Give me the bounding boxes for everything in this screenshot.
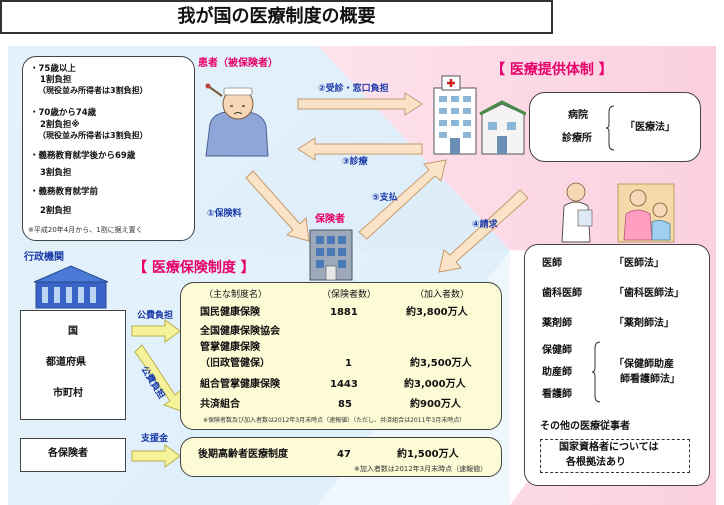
treatment-arrow (297, 137, 423, 161)
admin-item: 市町村 (53, 388, 83, 399)
elderly-count: 47 (337, 449, 351, 460)
national-qual-line: 国家資格者については (559, 442, 659, 453)
burden-box (22, 56, 195, 241)
table-row-members: 約3,500万人 (410, 358, 472, 369)
table-header: （主な制度名） (204, 290, 268, 300)
table-header: （保険者数） (322, 290, 377, 300)
insurance-table-box (180, 282, 502, 430)
burden-line: ・70歳から74歳 (30, 108, 97, 118)
payment-arrow (358, 159, 447, 240)
admin-label: 行政機関 (24, 252, 64, 263)
profession-law: 「医師法」 (614, 258, 664, 269)
insurer-building-icon (309, 229, 353, 281)
facility-clinic: 診療所 (562, 133, 592, 144)
table-row-count: 1443 (330, 379, 358, 390)
table-row-count: 1 (345, 358, 352, 369)
table-row-name: 組合管掌健康保険 (200, 379, 280, 390)
medical-staff-icon (561, 182, 675, 243)
insurers-label: 各保険者 (48, 448, 88, 459)
profession-name: 医師 (542, 258, 562, 269)
burden-line: ・義務教育就学前 (30, 187, 99, 197)
sick-patient-icon (205, 83, 269, 157)
admin-item: 都道府県 (46, 357, 86, 368)
elderly-note: ※加入者数は2012年3月末時点（速報値） (354, 465, 488, 473)
elderly-box (180, 437, 502, 477)
burden-note: ※平成20年4月から、1割に据え置く (28, 226, 143, 234)
table-row-count: 1881 (330, 307, 358, 318)
premium-arrow (245, 170, 310, 242)
table-row-members: 約900万人 (410, 399, 461, 410)
burden-line: 2割負担 (40, 206, 72, 216)
burden-line: （現役並み所得者は3割負担） (38, 86, 148, 95)
admin-item: 国 (68, 326, 78, 337)
table-row-name: 管掌健康保険 (200, 342, 260, 353)
table-row-members: 約3,800万人 (406, 307, 468, 318)
national-qual-box (540, 439, 690, 473)
facility-hospital: 病院 (568, 110, 588, 121)
burden-line: 1割負担 (40, 75, 72, 85)
table-row-name: 全国健康保険協会 (200, 326, 280, 337)
support-arrow (131, 444, 181, 468)
nursing-brace (592, 341, 601, 403)
table-note: ※保険者数及び加入者数は2012年3月末時点（速報値）（ただし、共済組合は201… (203, 417, 466, 424)
profession-name: 薬剤師 (542, 318, 572, 329)
nursing-name: 看護師 (542, 389, 572, 400)
patient-label: 患者（被保険者） (198, 58, 278, 69)
hospital-icon (433, 75, 526, 155)
page-title: 我が国の医療制度の概要 (0, 0, 553, 34)
payment-label: ⑤支払 (372, 193, 398, 203)
burden-line: ・義務教育就学後から69歳 (30, 151, 136, 161)
nursing-name: 助産師 (542, 367, 572, 378)
provider-title: 【 医療提供体制 】 (491, 62, 613, 78)
facility-law: 「医療法」 (625, 122, 675, 133)
consult-arrow (297, 92, 423, 116)
admin-box (20, 310, 126, 420)
facility-brace (606, 105, 615, 151)
treatment-label: ③診療 (342, 157, 368, 167)
burden-line: 2割負担※ (40, 120, 80, 130)
table-row-count: 85 (338, 399, 352, 410)
public-burden-arrow-1 (131, 319, 181, 343)
insurer-label: 保険者 (315, 214, 345, 225)
elderly-name: 後期高齢者医療制度 (198, 449, 288, 460)
insurers-box (20, 438, 126, 472)
nursing-law: 「保健師助産 (614, 359, 674, 370)
consult-label: ②受診・窓口負担 (318, 84, 389, 94)
table-row-name: 国民健康保険 (200, 307, 260, 318)
burden-line: 3割負担 (40, 168, 72, 178)
profession-law: 「歯科医師法」 (614, 288, 684, 299)
premium-label: ①保険料 (207, 209, 242, 219)
claim-label: ④請求 (472, 220, 498, 230)
claim-arrow (438, 189, 529, 273)
profession-name: 歯科医師 (542, 288, 582, 299)
profession-law: 「薬剤師法」 (614, 318, 674, 329)
burden-line: ・75歳以上 (30, 64, 76, 74)
nursing-law: 師看護師法」 (620, 374, 680, 385)
support-label: 支援金 (141, 434, 169, 444)
table-row-members: 約3,000万人 (404, 379, 466, 390)
insurance-title: 【 医療保険制度 】 (133, 260, 255, 276)
government-building-icon (33, 265, 109, 309)
facility-box (529, 92, 701, 162)
table-row-name: （旧政管健保） (200, 358, 270, 369)
public-burden-label-1: 公費負担 (137, 311, 174, 321)
table-header: （加入者数） (415, 290, 470, 300)
elderly-members: 約1,500万人 (397, 449, 459, 460)
other-staff: その他の医療従事者 (540, 421, 630, 432)
burden-line: （現役並み所得者は3割負担） (38, 131, 148, 140)
national-qual-line: 各根拠法あり (566, 457, 626, 468)
nursing-name: 保健師 (542, 345, 572, 356)
table-row-name: 共済組合 (200, 399, 240, 410)
